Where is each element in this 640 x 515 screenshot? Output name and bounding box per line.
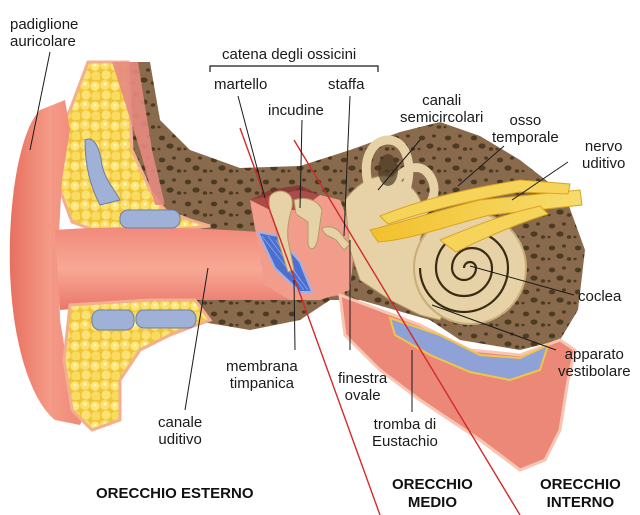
leader-nervo [511, 161, 569, 201]
leader-martello [237, 95, 266, 199]
cartilage-lower-1 [91, 309, 135, 331]
leader-canali [377, 139, 421, 191]
divider-middle-inner [293, 139, 521, 515]
vestibular-blue-layer [388, 316, 550, 382]
label-incudine: incudine [268, 102, 324, 119]
leader-osso [457, 145, 505, 187]
stapes [321, 226, 351, 251]
leader-membrana [293, 279, 296, 351]
leader-coclea [469, 265, 575, 296]
label-martello: martello [214, 76, 268, 93]
leader-apparato [431, 304, 557, 351]
region-orecchio-medio: ORECCHIO MEDIO [392, 476, 473, 511]
leader-incudine [299, 119, 303, 209]
label-staffa: staffa [328, 76, 365, 93]
label-padiglione-auricolare: padiglione auricolare [10, 16, 79, 50]
ossicle-bracket [209, 65, 379, 72]
auditory-nerve [369, 179, 583, 253]
cartilage-upper-2 [119, 209, 181, 229]
label-finestra-ovale: finestra ovale [338, 370, 388, 404]
region-orecchio-interno: ORECCHIO INTERNO [540, 476, 621, 511]
incus [293, 197, 323, 250]
label-osso-temporale: osso temporale [492, 112, 559, 146]
label-canale-uditivo: canale uditivo [158, 414, 203, 448]
leader-padiglione [29, 51, 51, 151]
cartilage-upper-1 [84, 138, 121, 206]
label-apparato-vestibolare: apparato vestibolare [558, 346, 631, 380]
label-nervo-uditivo: nervo uditivo [582, 138, 626, 172]
label-tromba-eustachio: tromba di Eustachio [372, 416, 438, 450]
leader-staffa [343, 95, 351, 237]
label-canali-semicircolari: canali semicircolari [400, 92, 484, 126]
lower-fat-tissue [62, 298, 213, 432]
cochlea-spiral [418, 230, 510, 314]
canal-lumen [378, 154, 398, 186]
cartilage-lower-2 [135, 309, 197, 329]
muscle-strip [112, 62, 165, 205]
label-coclea: coclea [578, 288, 622, 305]
leader-canale [184, 267, 209, 411]
label-membrana-timpanica: membrana timpanica [226, 358, 298, 392]
region-orecchio-esterno: ORECCHIO ESTERNO [96, 485, 254, 502]
pinna [9, 100, 90, 425]
label-catena-ossicini: catena degli ossicini [222, 46, 357, 63]
